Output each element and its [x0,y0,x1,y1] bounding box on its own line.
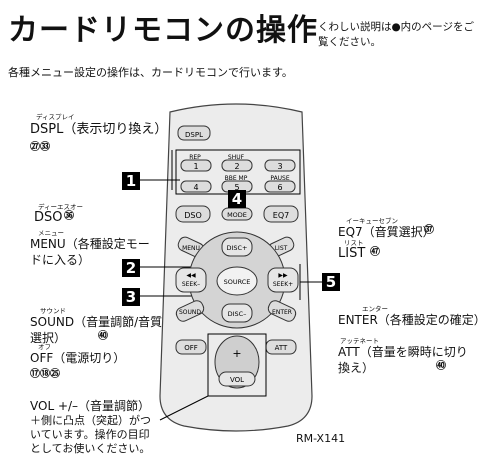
dso-button[interactable]: DSO [175,205,211,223]
vol-text-label: VOL +/–（音量調節） [30,399,151,413]
disc-plus-button[interactable]: DISC+ [221,237,253,257]
dspl-label: DSPL（表示切り換え） [30,122,168,137]
mode-button[interactable]: MODE [221,207,253,221]
dspl-page-refs: ㉗㉝ [30,142,50,153]
svg-text:DISC–: DISC– [228,310,247,318]
intro-text: 各種メニュー設定の操作は、カードリモコンで行います。 [8,66,293,79]
callout-4: 4 [228,190,246,208]
att-page-ref: ㊵ [436,361,446,372]
off-label: OFF（電源切り） [30,351,126,365]
model-number: RM-X141 [296,432,346,445]
seek-minus-button[interactable]: ◀◀ SEEK– [175,267,207,293]
list-label: LIST [338,246,366,261]
dspl-ruby: ディスプレイ [36,113,75,121]
svg-text:MENU: MENU [182,245,200,252]
button-4[interactable]: 4 [180,180,212,193]
vol-label: VOL [230,376,244,384]
off-page-refs: ⑰⑱㉕ [30,369,60,380]
reference-note: くわしい説明は●内のページをご覧ください。 [318,21,474,48]
svg-text:ATT: ATT [275,344,288,352]
button-2[interactable]: 2 [221,159,253,172]
svg-text:1: 1 [193,162,198,171]
dso-ruby: ディーエスオー [38,203,84,211]
att-label: ATT（音量を瞬時に切り換え） [338,345,468,375]
svg-text:EQ7: EQ7 [273,211,289,220]
sound-page-ref: ㊵ [98,331,108,342]
list-ruby: リスト [344,239,364,247]
svg-text:SOURCE: SOURCE [224,278,251,286]
enter-button[interactable]: ENTER [266,299,297,324]
svg-text:4: 4 [193,183,198,192]
off-button[interactable]: OFF [175,339,207,355]
eq7-button[interactable]: EQ7 [263,205,299,223]
sound-button[interactable]: SOUND [174,299,205,324]
dso-label: DSO [34,210,63,225]
vol-plus-label: + [232,347,241,360]
pause-label: PAUSE [270,175,290,182]
svg-text:2: 2 [234,162,239,171]
callout-2: 2 [122,259,140,277]
button-6[interactable]: 6 [264,180,296,193]
eq7-ruby: イーキューセブン [346,217,398,225]
svg-text:SEEK+: SEEK+ [273,281,293,288]
disc-minus-button[interactable]: DISC– [221,303,253,323]
svg-text:ENTER: ENTER [272,309,292,316]
button-3[interactable]: 3 [264,159,296,172]
vol-note: ＋側に凸点（突起）がついています。操作の目印としてお使いください。 [30,414,151,455]
svg-text:OFF: OFF [184,344,198,352]
att-ruby: アッテネート [340,337,379,345]
dso-page-ref: ㊱ [64,211,74,222]
svg-text:DSO: DSO [184,211,202,220]
callout-1: 1 [122,172,140,190]
sound-label: SOUND（音量調節/音質選択） [30,315,163,345]
bbe-mp-label: BBE MP [225,175,248,182]
att-button[interactable]: ATT [265,339,297,355]
svg-text:◀◀: ◀◀ [186,272,196,279]
dspl-button-label: DSPL [185,131,203,139]
source-button[interactable]: SOURCE [216,266,258,296]
shuf-label: SHUF [228,154,245,161]
page-title: カードリモコンの操作 [8,13,318,48]
sound-ruby: サウンド [40,307,66,315]
svg-text:MODE: MODE [227,211,247,219]
svg-text:▶▶: ▶▶ [278,272,288,279]
button-5[interactable]: 5 [221,180,253,193]
eq7-page-ref: ㊲ [424,225,434,236]
button-1[interactable]: 1 [180,159,212,172]
eq7-label: EQ7（音質選択） [338,225,435,239]
vol-rocker[interactable]: + VOL [214,335,260,389]
rep-label: REP [189,154,201,161]
off-ruby: オフ [38,343,51,351]
svg-text:3: 3 [277,162,282,171]
enter-ruby: エンター [362,305,388,313]
svg-text:5: 5 [234,183,239,192]
callout-3: 3 [122,288,140,306]
svg-text:DISC+: DISC+ [226,244,247,252]
svg-text:SOUND: SOUND [179,309,201,316]
menu-label: MENU（各種設定モードに入る） [30,237,150,267]
list-page-ref: ㊼ [370,247,380,258]
menu-ruby: メニュー [38,229,64,237]
callout-5: 5 [322,273,340,291]
dspl-button[interactable]: DSPL [177,125,211,141]
svg-text:6: 6 [277,183,282,192]
enter-label: ENTER（各種設定の確定） [338,313,482,327]
svg-text:SEEK–: SEEK– [182,281,200,288]
svg-text:LIST: LIST [275,245,288,252]
seek-plus-button[interactable]: ▶▶ SEEK+ [267,267,299,293]
